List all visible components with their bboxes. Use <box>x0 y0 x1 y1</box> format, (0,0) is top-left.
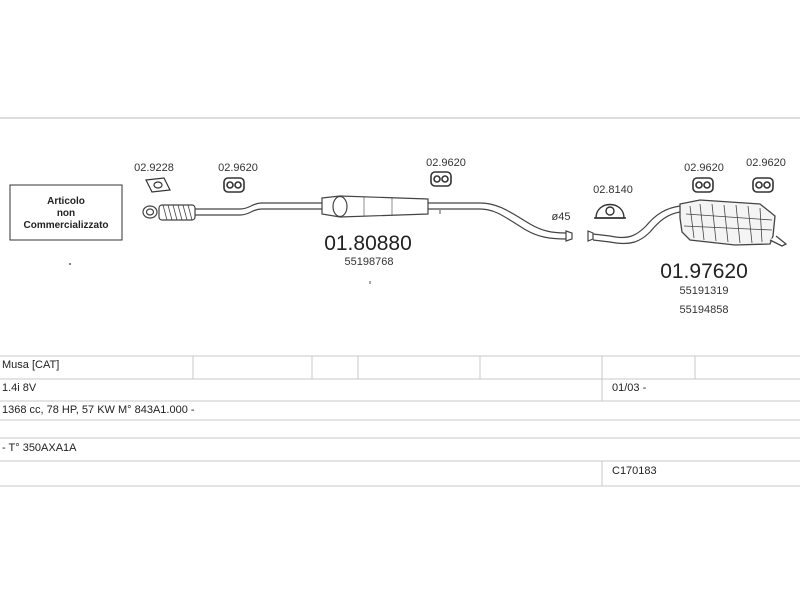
info-table-grid <box>0 355 800 487</box>
hanger-icon <box>430 171 452 187</box>
middle-silencer-code: 01.80880 <box>324 232 412 255</box>
type-cell: - T° 350AXA1A <box>2 442 77 454</box>
spec-cell: 1368 cc, 78 HP, 57 KW M° 843A1.000 - <box>2 404 195 416</box>
part-number-hanger-mid: 02.9620 <box>426 157 466 169</box>
middle-silencer-oem: 55198768 <box>345 256 394 268</box>
hanger-icon <box>223 177 245 193</box>
rear-silencer <box>679 199 788 247</box>
part-number-hanger-rear-1: 02.9620 <box>684 162 724 174</box>
date-cell: 01/03 - <box>612 382 647 394</box>
part-number-clamp: 02.8140 <box>593 184 633 196</box>
front-pipe <box>142 202 322 221</box>
gasket-icon <box>145 177 171 193</box>
middle-silencer <box>321 195 429 218</box>
not-sold-line-1: Articolo <box>47 196 85 207</box>
engine-cell: 1.4i 8V <box>2 382 37 394</box>
rear-silencer-code: 01.97620 <box>660 260 748 283</box>
rear-silencer-oem-2: 55194858 <box>680 304 729 316</box>
reference-cell: C170183 <box>612 465 657 477</box>
clamp-icon <box>594 203 626 219</box>
dot <box>69 263 71 265</box>
part-number-hanger-front: 02.9620 <box>218 162 258 174</box>
not-sold-box <box>9 184 123 241</box>
part-number-hanger-rear-2: 02.9620 <box>746 157 786 169</box>
diameter-label: ø45 <box>552 211 571 223</box>
model-cell: Musa [CAT] <box>2 359 60 371</box>
not-sold-line-2: non <box>57 208 75 219</box>
rear-silencer-oem-1: 55191319 <box>680 285 729 297</box>
hanger-icon <box>752 177 774 193</box>
rear-pipe <box>587 205 681 245</box>
hanger-icon <box>692 177 714 193</box>
intermediate-pipe <box>428 202 573 242</box>
part-number-gasket: 02.9228 <box>134 162 174 174</box>
not-sold-line-3: Commercializzato <box>23 220 108 231</box>
